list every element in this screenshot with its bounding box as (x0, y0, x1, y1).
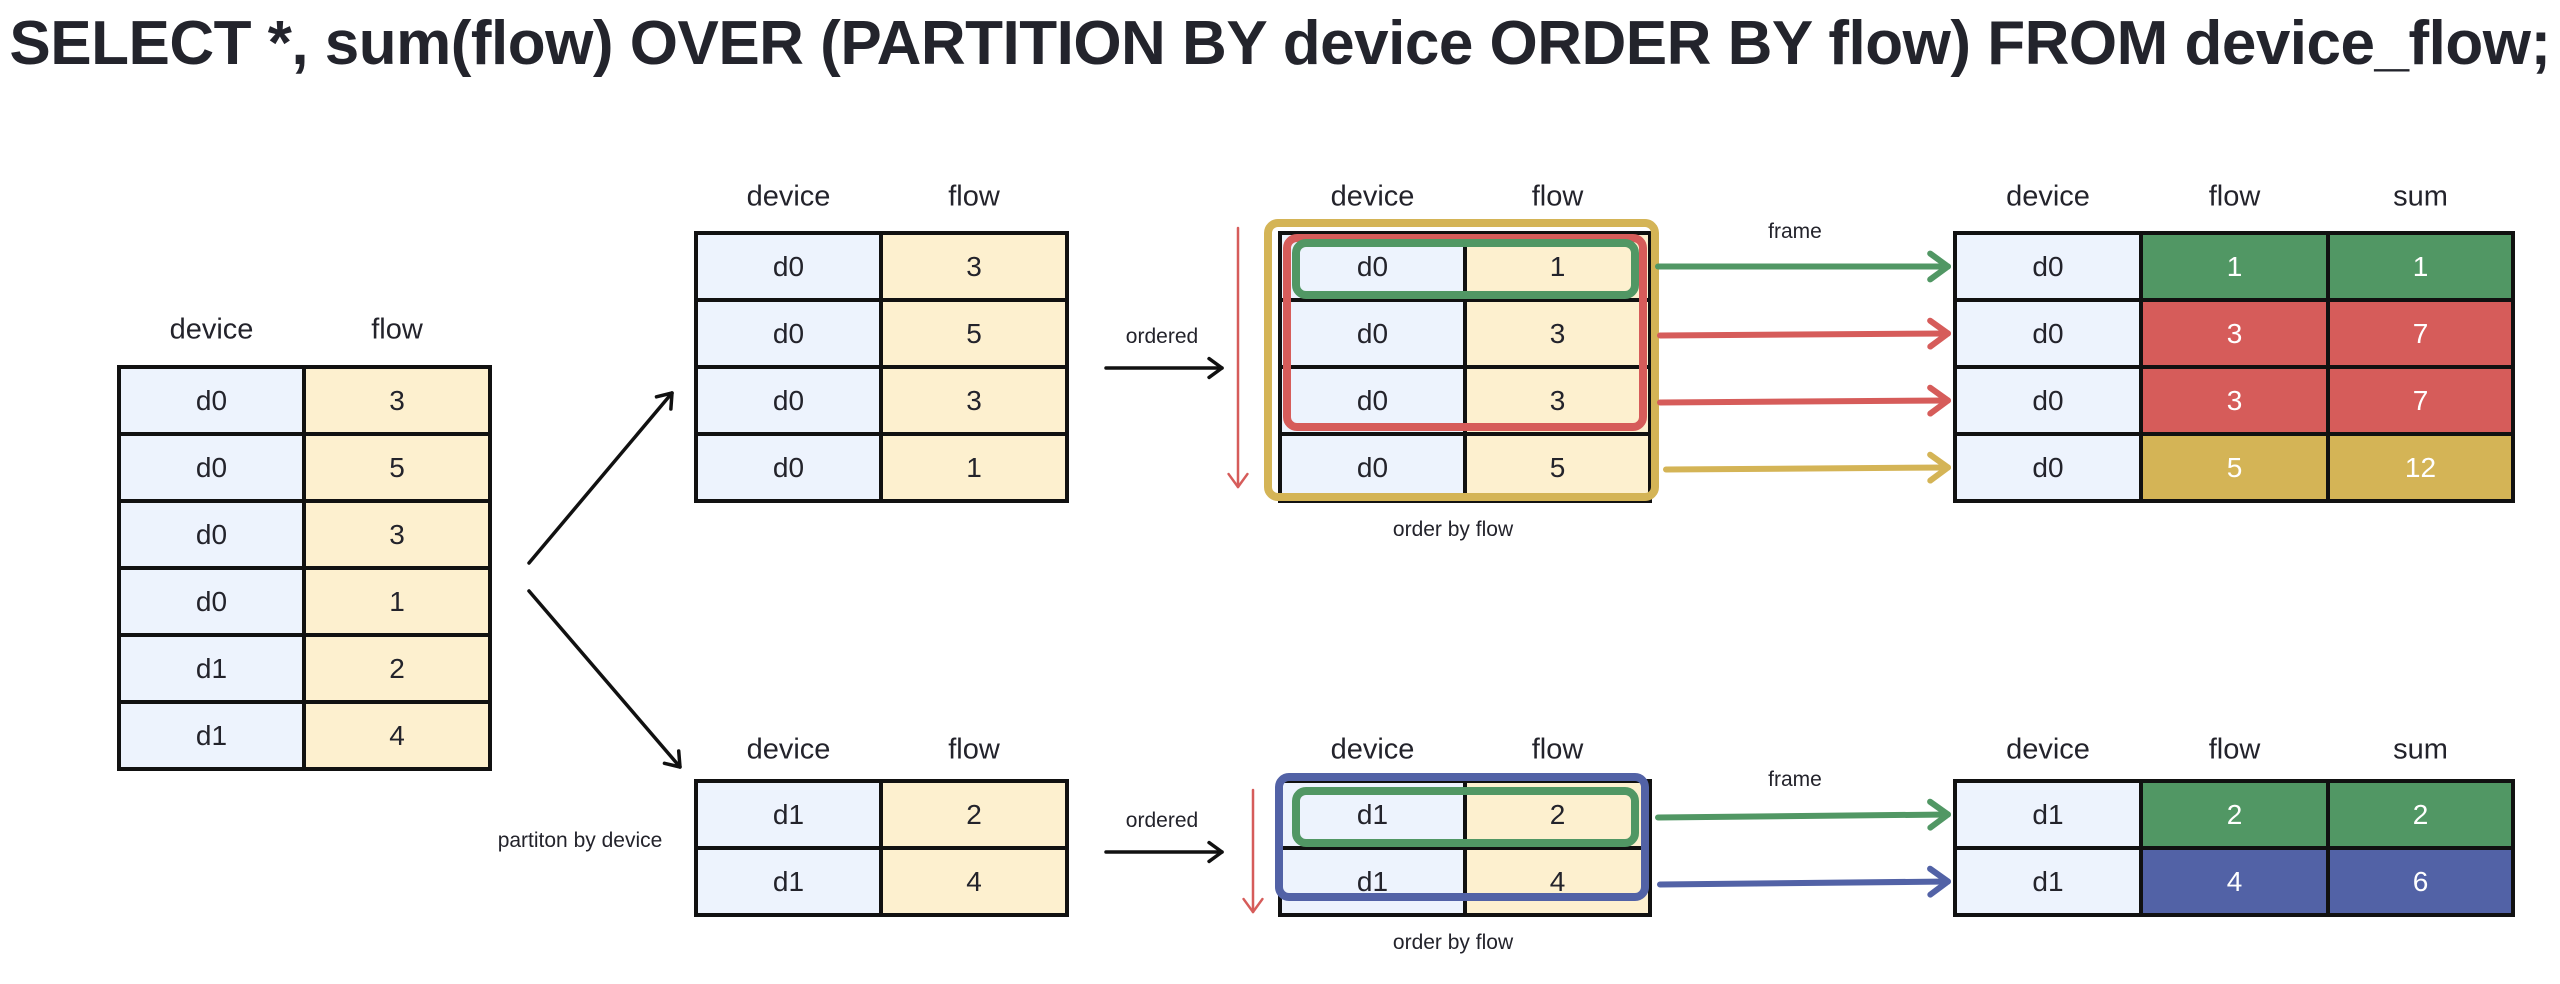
partition-d1-result-header-sum: sum (2393, 733, 2448, 766)
sql-query-title: SELECT *, sum(flow) OVER (PARTITION BY d… (9, 9, 2551, 78)
partition-d0-sorted-table-cell: 5 (1463, 432, 1652, 503)
partition-d1-result-header-device: device (2006, 733, 2090, 766)
partition-d0-frame-arrow-red-head (1927, 384, 1951, 417)
partition-d0-result-cell: 7 (2326, 298, 2515, 369)
partition-d0-result-cell: 1 (2139, 231, 2330, 302)
partition-d0-result-cell: 3 (2139, 365, 2330, 436)
partition-d0-result-cell: 7 (2326, 365, 2515, 436)
partition-arrow-d0 (527, 391, 674, 565)
partition-d1-table-cell: 4 (879, 846, 1069, 917)
source-table-cell: 1 (302, 566, 492, 637)
partition-d1-frame-arrow-green (1655, 811, 1951, 821)
partition-d0-frame-arrow-gold-head (1927, 451, 1951, 484)
partition-d1-ordered-arrow-head (1207, 840, 1224, 864)
partition-d0-result-cell: d0 (1953, 298, 2143, 369)
partition-d0-result-cell: 12 (2326, 432, 2515, 503)
partition-d1-result-header-flow: flow (2208, 733, 2261, 766)
partition-d1-sorted-table-cell: d1 (1278, 846, 1467, 917)
partition-d0-table-cell: d0 (694, 432, 883, 503)
partition-d0-frame-label: frame (1768, 220, 1822, 243)
partition-d1-frame-arrow-blue-head (1927, 865, 1951, 898)
partition-d0-sorted-table-cell: d0 (1278, 365, 1467, 436)
partition-d1-frame-arrow-green-head (1927, 798, 1951, 831)
source-table-cell: 3 (302, 499, 492, 570)
partition-d1-ordered-label: ordered (1125, 809, 1199, 832)
partition-d1-order-direction-arrow-head (1242, 897, 1264, 914)
partition-d0-sorted-table-cell: 3 (1463, 365, 1652, 436)
source-table-cell: d0 (117, 499, 306, 570)
partition-d0-order-by-label: order by flow (1392, 518, 1514, 541)
source-table-cell: 5 (302, 432, 492, 503)
partition-d0-result-cell: d0 (1953, 231, 2143, 302)
partition-d0-table-cell: d0 (694, 298, 883, 369)
partition-d0-frame-arrow-red (1657, 397, 1951, 406)
partition-d0-frame-arrow-red (1657, 330, 1951, 339)
partition-d0-table-header-flow: flow (948, 180, 1000, 213)
partition-d1-result-cell: 2 (2326, 779, 2515, 850)
partition-d1-result-cell: 4 (2139, 846, 2330, 917)
partition-d0-sorted-table-cell: d0 (1278, 432, 1467, 503)
partition-d0-sorted-table-header-device: device (1330, 180, 1415, 213)
partition-d0-result-cell: 1 (2326, 231, 2515, 302)
partition-d1-table-header-flow: flow (948, 733, 1000, 766)
partition-d0-order-direction-arrow-head (1227, 472, 1249, 489)
partition-arrow-d1-head (662, 749, 682, 769)
partition-d0-frame-arrow-green-head (1927, 250, 1951, 283)
partition-d1-table-header-device: device (746, 733, 831, 766)
partition-d1-result-cell: d1 (1953, 846, 2143, 917)
partition-d0-sorted-table-cell: 3 (1463, 298, 1652, 369)
source-table-cell: 3 (302, 365, 492, 436)
partition-d1-table-cell: 2 (879, 779, 1069, 850)
partition-d0-table-cell: d0 (694, 231, 883, 302)
partition-d0-result-header-device: device (2006, 180, 2090, 213)
source-table-cell: 4 (302, 700, 492, 771)
partition-d1-sorted-table-cell: 4 (1463, 846, 1652, 917)
partition-d1-order-by-label: order by flow (1392, 931, 1514, 954)
partition-d0-table-cell: 1 (879, 432, 1069, 503)
partition-d1-result-cell: 2 (2139, 779, 2330, 850)
partition-d0-ordered-label: ordered (1125, 325, 1199, 348)
source-table-header-flow: flow (371, 313, 423, 346)
partition-d0-result-header-sum: sum (2393, 180, 2448, 213)
partition-d0-sorted-table-header-flow: flow (1531, 180, 1584, 213)
partition-d1-sorted-table-header-device: device (1330, 733, 1415, 766)
source-table-cell: d0 (117, 432, 306, 503)
source-table-header-device: device (169, 313, 254, 346)
partition-label: partiton by device (497, 829, 663, 852)
partition-d1-sorted-table-cell: d1 (1278, 779, 1467, 850)
partition-d1-frame-arrow-blue (1657, 878, 1951, 888)
partition-d0-table-header-device: device (746, 180, 831, 213)
partition-d0-result-cell: d0 (1953, 365, 2143, 436)
source-table-cell: d1 (117, 700, 306, 771)
source-table-cell: d1 (117, 633, 306, 704)
partition-d0-table-cell: d0 (694, 365, 883, 436)
partition-d0-frame-arrow-red-head (1927, 317, 1951, 350)
partition-d1-result-cell: d1 (1953, 779, 2143, 850)
partition-d0-result-cell: 5 (2139, 432, 2330, 503)
partition-d0-table-cell: 3 (879, 365, 1069, 436)
source-table-cell: d0 (117, 566, 306, 637)
partition-d0-result-cell: d0 (1953, 432, 2143, 503)
source-table-cell: 2 (302, 633, 492, 704)
partition-d1-sorted-table-cell: 2 (1463, 779, 1652, 850)
partition-d0-frame-arrow-gold (1663, 464, 1951, 473)
source-table-cell: d0 (117, 365, 306, 436)
partition-arrow-d1 (527, 589, 682, 769)
partition-d0-sorted-table-cell: d0 (1278, 298, 1467, 369)
partition-d0-ordered-arrow-head (1207, 356, 1224, 380)
partition-d0-result-header-flow: flow (2208, 180, 2261, 213)
partition-d0-sorted-table-cell: 1 (1463, 231, 1652, 302)
partition-arrow-d0-head (654, 391, 674, 411)
partition-d1-table-cell: d1 (694, 779, 883, 850)
partition-d1-result-cell: 6 (2326, 846, 2515, 917)
partition-d1-frame-label: frame (1768, 768, 1822, 791)
partition-d0-table-cell: 3 (879, 231, 1069, 302)
partition-d1-sorted-table-header-flow: flow (1531, 733, 1584, 766)
partition-d1-table-cell: d1 (694, 846, 883, 917)
partition-d0-result-cell: 3 (2139, 298, 2330, 369)
partition-d0-sorted-table-cell: d0 (1278, 231, 1467, 302)
partition-d0-table-cell: 5 (879, 298, 1069, 369)
